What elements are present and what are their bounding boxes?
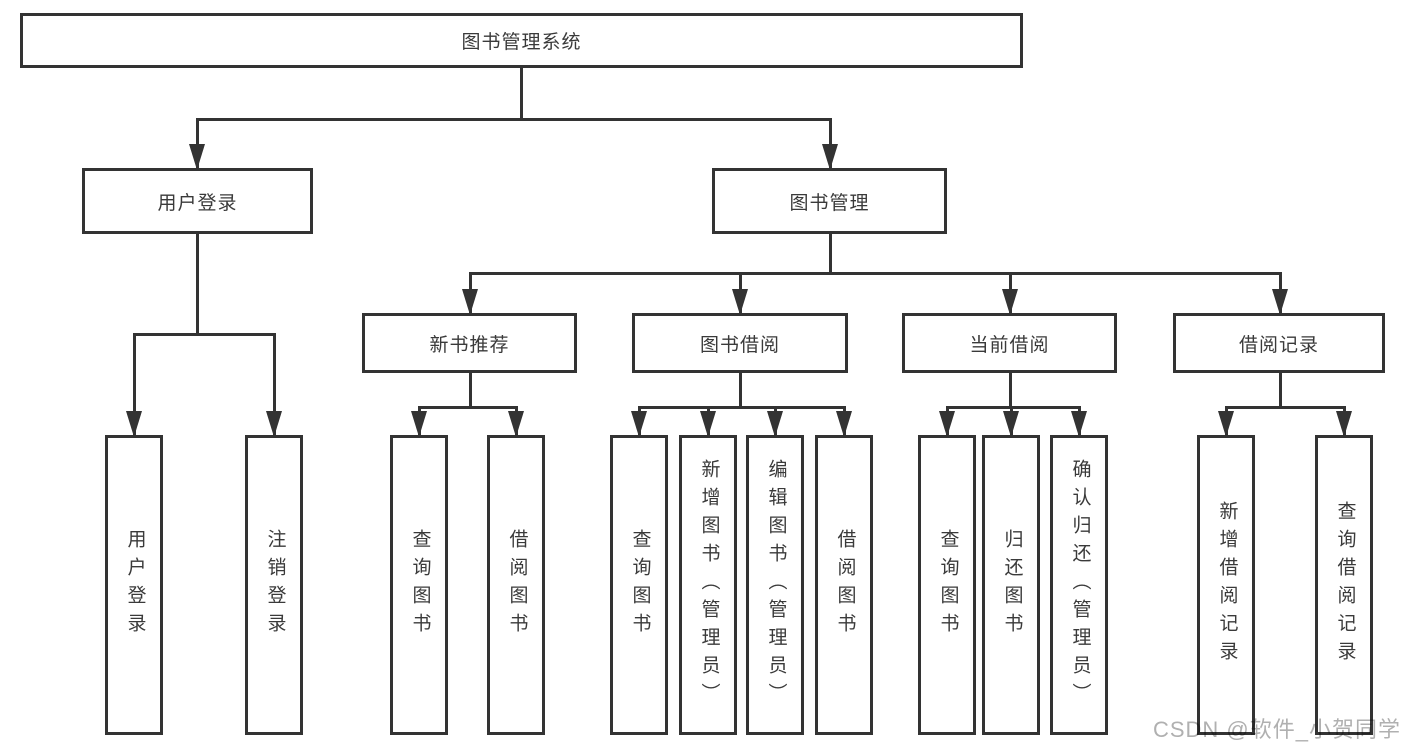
connector-drop-0-0 [195, 118, 199, 168]
connector-stem-1 [195, 234, 199, 336]
node-book-management-label: 图书管理 [789, 192, 870, 214]
node-borrowing-records-label: 借阅记录 [1238, 334, 1319, 356]
connector-stem-5 [1008, 373, 1012, 409]
arrow-down-icon-5-2 [1071, 411, 1087, 437]
leaf-query-books-borrowing: 查询图书 [610, 435, 668, 735]
node-root-label: 图书管理系统 [461, 32, 582, 53]
leaf-add-borrow-record: 新增借阅记录 [1197, 435, 1255, 735]
connector-bar-1 [132, 333, 276, 336]
node-book-management: 图书管理 [712, 168, 947, 234]
leaf-add-books-admin-label: 新增图书（管理员） [698, 459, 720, 711]
connector-stem-2 [828, 234, 832, 275]
leaf-query-borrow-record: 查询借阅记录 [1315, 435, 1373, 735]
leaf-edit-books-admin: 编辑图书（管理员） [746, 435, 804, 735]
arrow-down-icon-6-1 [1336, 411, 1352, 437]
arrow-down-icon-5-1 [1003, 411, 1019, 437]
connector-stem-0 [519, 68, 523, 121]
connector-stem-4 [738, 373, 742, 409]
connector-bar-5 [945, 406, 1081, 409]
leaf-add-books-admin: 新增图书（管理员） [679, 435, 737, 735]
node-book-borrowing: 图书借阅 [632, 313, 848, 373]
leaf-query-books-borrowing-label: 查询图书 [629, 529, 651, 641]
leaf-user-login: 用户登录 [105, 435, 163, 735]
arrow-down-icon-2-1 [732, 289, 748, 315]
leaf-edit-books-admin-label: 编辑图书（管理员） [765, 459, 787, 711]
arrow-down-icon-4-1 [700, 411, 716, 437]
node-user-login-label: 用户登录 [157, 192, 238, 214]
leaf-return-books: 归还图书 [982, 435, 1040, 735]
leaf-logout-label: 注销登录 [264, 529, 286, 641]
leaf-add-borrow-record-label: 新增借阅记录 [1216, 501, 1238, 669]
leaf-confirm-return-admin-label: 确认归还（管理员） [1069, 459, 1091, 711]
node-current-borrowing-label: 当前借阅 [969, 334, 1050, 356]
leaf-return-books-label: 归还图书 [1001, 529, 1023, 641]
leaf-query-books-current-label: 查询图书 [937, 529, 959, 641]
connector-bar-6 [1224, 406, 1346, 409]
connector-drop-1-0 [132, 333, 136, 435]
leaf-query-borrow-record-label: 查询借阅记录 [1334, 501, 1356, 669]
leaf-borrow-books-borrowing: 借阅图书 [815, 435, 873, 735]
node-user-login: 用户登录 [82, 168, 313, 234]
connector-bar-2 [468, 272, 1282, 275]
connector-stem-6 [1278, 373, 1282, 409]
leaf-query-books-recommend-label: 查询图书 [409, 529, 431, 641]
arrow-down-icon-0-0 [189, 144, 205, 170]
leaf-user-login-label: 用户登录 [124, 529, 146, 641]
arrow-down-icon-2-2 [1002, 289, 1018, 315]
arrow-down-icon-4-2 [767, 411, 783, 437]
leaf-confirm-return-admin: 确认归还（管理员） [1050, 435, 1108, 735]
leaf-logout: 注销登录 [245, 435, 303, 735]
leaf-borrow-books-recommend: 借阅图书 [487, 435, 545, 735]
arrow-down-icon-0-1 [822, 144, 838, 170]
connector-drop-0-1 [828, 118, 832, 168]
arrow-down-icon-4-0 [631, 411, 647, 437]
arrow-down-icon-3-1 [508, 411, 524, 437]
node-new-book-recommend-label: 新书推荐 [429, 334, 510, 356]
csdn-watermark: CSDN @软件_小贺同学 [1152, 717, 1401, 742]
arrow-down-icon-1-0 [126, 411, 142, 437]
arrow-down-icon-2-3 [1272, 289, 1288, 315]
arrow-down-icon-2-0 [462, 289, 478, 315]
connector-stem-3 [468, 373, 472, 409]
arrow-down-icon-6-0 [1218, 411, 1234, 437]
node-root: 图书管理系统 [20, 13, 1023, 68]
connector-drop-1-1 [272, 333, 276, 435]
node-borrowing-records: 借阅记录 [1173, 313, 1385, 373]
arrow-down-icon-5-0 [939, 411, 955, 437]
leaf-query-books-current: 查询图书 [918, 435, 976, 735]
arrow-down-icon-4-3 [836, 411, 852, 437]
connector-bar-0 [195, 118, 832, 121]
arrow-down-icon-3-0 [411, 411, 427, 437]
node-current-borrowing: 当前借阅 [902, 313, 1117, 373]
leaf-borrow-books-recommend-label: 借阅图书 [506, 529, 528, 641]
node-book-borrowing-label: 图书借阅 [699, 334, 780, 356]
connector-bar-3 [417, 406, 518, 409]
connector-bar-4 [637, 406, 846, 409]
arrow-down-icon-1-1 [266, 411, 282, 437]
leaf-borrow-books-borrowing-label: 借阅图书 [834, 529, 856, 641]
node-new-book-recommend: 新书推荐 [362, 313, 577, 373]
leaf-query-books-recommend: 查询图书 [390, 435, 448, 735]
